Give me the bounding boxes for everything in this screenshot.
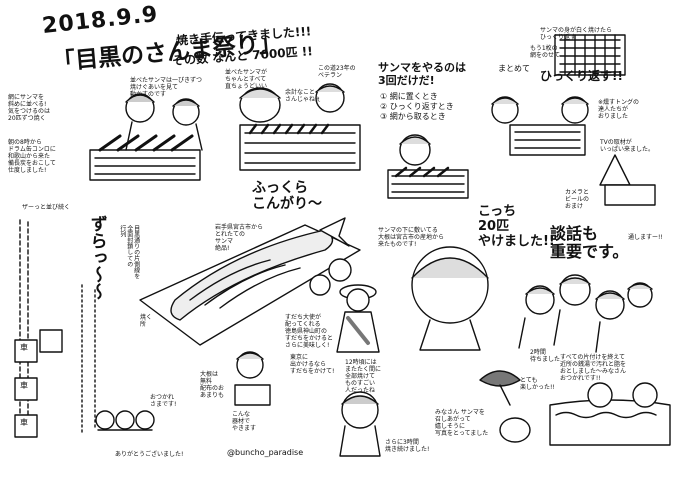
note-fire: こんな 器材で やきます [232, 411, 257, 432]
note-rest: おつかれ さまです! [150, 394, 177, 408]
note-serve: サンマの下に敷いてる 大根は宮古市の産地から 来たものです! [378, 227, 445, 248]
note-sudachi: 岩手県宮古市から とれたての サンマ 絶品! [215, 224, 264, 252]
note-twenty: こっち 20匹 やけました!! [478, 204, 555, 249]
note-minami: 焼く 所 [140, 314, 153, 328]
sign-3: 車 [20, 418, 28, 427]
note-noon: 12時頃には またたく間に 全部焼けて ものすごい 人だったね [345, 359, 382, 394]
steps-title: サンマをやるのは 3回だけだ! [378, 61, 466, 87]
grill-scene-steps [387, 134, 469, 199]
note-morning: 朝の8時から ドラム缶コンロに 和歌山から来た 備長炭をおこして 仕度しました! [8, 139, 56, 174]
sign-2: 車 [20, 381, 28, 390]
note-pass: 通しますー!! [628, 234, 663, 241]
fish-plate [139, 217, 361, 346]
grill-scene-mid [239, 83, 361, 171]
note-flip: ひっくり返す!! [540, 69, 623, 83]
note-chat-mid: 並べたサンマが ちゃんとすべて 直ちょうどいい [225, 69, 268, 90]
bird-scene [479, 370, 531, 443]
grill-scene-flip [491, 34, 656, 206]
note-camera: カメラと ビールの おまけ [565, 189, 590, 210]
note-pr: 東京に 出かけるなら すだちをかけて! [290, 354, 335, 375]
note-talk: 談話も 重要です。 [550, 224, 629, 262]
note-chat-left: 並べたサンマは一ぴきずつ 焼けぐあいを見て 動かすのです [130, 77, 203, 98]
note-thanks: ありがとうございました! [115, 451, 184, 458]
note-together: まとめて [498, 64, 530, 73]
note-second-net: もう1枚の 網をのせて [530, 45, 561, 59]
grill-scene-left [89, 93, 203, 181]
note-tv: TVの取材が いっぱい来ました。 [600, 139, 655, 153]
queue-crowd [14, 219, 155, 438]
bath-scene [549, 382, 671, 446]
note-grill-line: 網にサンマを 斜めに並べる! 気をつけるのは 20匹ずつ焼く [8, 94, 51, 122]
note-tent: 大根は 無料 配布のお あまりも [200, 371, 225, 399]
note-cleanup: すべての片付けを終えて 近所の銭湯で汚れと脂を おとしました〜みなさん おつかれ… [560, 354, 627, 382]
note-smoke: ※燻すトングの 達人たちが おりました [598, 99, 640, 120]
note-flip-top: サンマの身が白く焼けたら ひっくり返す [540, 27, 613, 41]
note-tokushima: すだち大使が 配ってくれる 徳島県神山町の すだちをかけると さらに美味しく! [285, 314, 334, 349]
bottom-mid-scene [234, 351, 381, 457]
note-queue: ずらっ〜〜 [86, 215, 107, 300]
note-hidden: 2時間 待ちました [530, 349, 561, 363]
note-photo: みなさん サンマを 召しあがって 嬉しそうに 写真をとってました [435, 409, 489, 437]
note-fluffy: ふっくら こんがり〜 [252, 180, 322, 213]
note-bird: とても 楽しかった!! [520, 377, 555, 391]
note-chat-mid2: 余計なこと さんじゃねぇ [285, 89, 322, 103]
note-queue-top: ザーっと並び続く [22, 204, 71, 211]
note-road: 目黒通りの片側線を 全面封鎖しての 行列 [118, 225, 140, 279]
step-3: ③ 網から取るとき [380, 112, 446, 121]
crowd-eaters [518, 274, 653, 353]
note-three-hours: さらに3時間 焼き続けました! [385, 439, 430, 453]
big-head-character [411, 246, 489, 351]
step-2: ② ひっくり返すとき [380, 102, 454, 111]
author-credit: @buncho_paradise [227, 448, 304, 457]
step-1: ① 網に置くとき [380, 92, 438, 101]
sign-1: 車 [20, 343, 28, 352]
note-veteran: この道23年の ベテラン [318, 65, 356, 79]
sudachi-ambassador [336, 284, 380, 353]
